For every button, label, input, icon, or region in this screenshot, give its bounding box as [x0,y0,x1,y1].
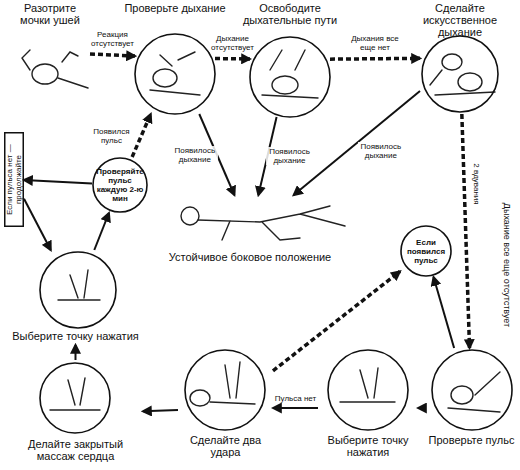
body-sketch [448,372,500,412]
step-caption: Устойчивое боковое положение [150,251,350,263]
note-box: Если пульса нет — продолжайте [4,132,24,227]
circle-outline [40,363,110,433]
arrow-label: Реакция отсутствует [89,30,137,48]
step-circle: Сделайте два удара [178,348,273,468]
step-circle: Делайте закрытый массаж сердца [8,360,143,468]
body-sketch [198,206,345,240]
flow-arrow [273,271,400,370]
body-sketch [22,50,88,88]
step-circle: Выберите точку нажатия [318,348,418,468]
head-sketch [272,76,298,94]
flow-arrow [143,410,178,411]
flow-arrow [294,91,420,195]
circle-outline [328,350,408,430]
step-circle: Сделайте искусственное дыхание [420,2,500,114]
arrow-label: 2 вдувания [472,154,481,214]
head-sketch [190,390,210,406]
body-sketch [262,50,318,98]
step-caption: Делайте закрытый массаж сердца [8,438,143,462]
flow-arrow [215,57,250,61]
side-note: Дыхание все еще отсутствует [502,175,511,355]
step-figure: Разотрите мочки ушей [10,2,90,102]
circle-outline [422,36,498,112]
circle-outline [93,158,147,212]
step-caption: Проверьте пульс [425,434,518,446]
head-sketch [442,54,462,70]
node-text: Если появился пульс [404,233,448,269]
arrow-label: Появилось дыхание [172,146,218,164]
flow-arrow [418,407,425,409]
step-circle: Выберите точку нажатия [8,250,143,345]
arrow-label: Появилось дыхание [266,147,312,165]
step-circle: Освободите дыхательные пути [250,2,330,117]
body-sketch [50,378,100,410]
step-circle: Проверяйте пульс каждую 2-ю мин [92,157,148,213]
flow-arrow [90,54,135,56]
body-sketch [210,362,255,404]
step-caption: Разотрите мочки ушей [10,2,90,26]
head-sketch [451,386,473,404]
circle-outline [250,37,330,117]
step-caption: Освободите дыхательные пути [235,2,345,26]
step-caption: Выберите точку нажатия [8,330,143,342]
circle-outline [432,350,512,430]
body-sketch [150,52,200,95]
head-sketch [458,73,482,91]
head-sketch [181,207,199,225]
arrow-label: Появилось дыхание [358,142,404,160]
circle-outline [185,350,265,430]
head-sketch [153,69,177,87]
flow-arrow [132,114,151,157]
step-circle: Проверьте пульс [425,348,518,468]
circle-outline [40,252,116,328]
step-circle: Проверьте дыхание [135,2,215,114]
flow-arrow [330,57,420,61]
step-circle: Если появился пульс [400,225,452,277]
arrow-label: Появился пульс [88,127,134,145]
step-figure: Устойчивое боковое положение [150,195,350,267]
body-sketch [430,70,495,95]
node-text: Проверяйте пульс каждую 2-ю мин [96,165,144,205]
box-outline [5,133,24,227]
flow-arrow [462,114,470,348]
step-caption: Сделайте два удара [178,434,273,458]
step-caption: Сделайте искусственное дыхание [405,2,515,38]
body-sketch [340,368,395,402]
flow-arrow [75,345,77,360]
node-text: Если пульса нет — продолжайте [4,132,24,227]
circle-outline [401,226,451,276]
arrow-label: Дыхания все еще нет [344,34,406,52]
body-sketch [58,270,100,300]
node-outline [425,348,518,468]
flow-arrow [434,277,455,348]
arrow-label: Пульса нет [266,394,326,403]
step-caption: Выберите точку нажатия [318,434,418,458]
flow-arrow [24,180,92,184]
head-sketch [32,64,58,84]
circle-outline [135,34,215,114]
flow-arrow [94,213,109,250]
flow-arrow [24,199,51,250]
arrow-label: Дыхание отсутствует [209,34,257,52]
node-outline [135,2,215,114]
flow-arrow [273,407,318,409]
step-caption: Проверьте дыхание [123,2,227,14]
